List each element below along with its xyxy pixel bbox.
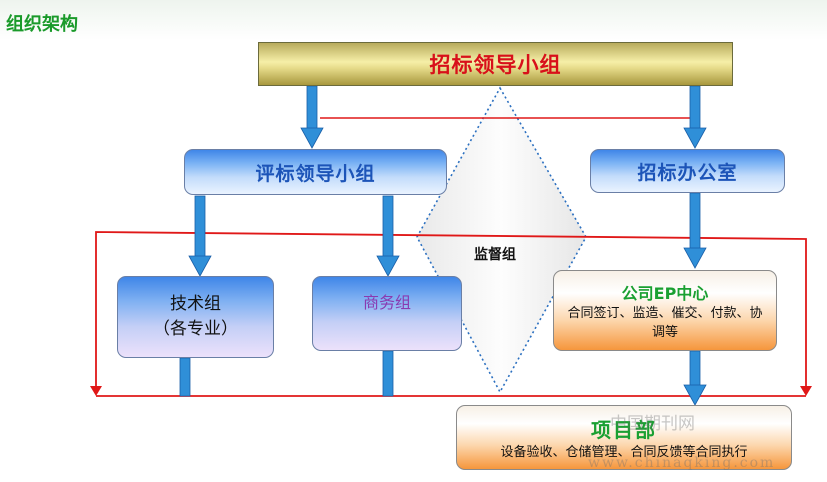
- commercial-group-label: 商务组: [362, 293, 411, 312]
- technical-group-box: 技术组 （各专业）: [117, 276, 274, 358]
- technical-group-sublabel: （各专业）: [153, 319, 238, 339]
- project-dept-desc: 设备验收、仓储管理、合同反馈等合同执行: [500, 444, 748, 460]
- project-dept-title: 项目部: [591, 417, 657, 442]
- red-arrowhead-left: [90, 386, 102, 396]
- arrow-evaluation-to-commercial: [376, 195, 400, 277]
- supervision-group-label: 监督组: [474, 247, 516, 263]
- commercial-group-box: 商务组: [312, 276, 462, 351]
- red-feedback-loop: [95, 231, 807, 390]
- page-title: 组织架构: [6, 14, 78, 35]
- bidding-office-box: 招标办公室: [590, 149, 785, 193]
- stub-commercial: [382, 350, 394, 397]
- red-arrowhead-right: [800, 386, 812, 396]
- stub-technical: [179, 357, 191, 397]
- ep-center-title: 公司EP中心: [621, 283, 709, 303]
- ep-center-desc: 合同签订、监造、催交、付款、协调等: [567, 305, 763, 340]
- arrow-evaluation-to-technical: [188, 195, 212, 277]
- arrow-ep-center-to-project: [683, 350, 707, 406]
- technical-group-label: 技术组: [170, 294, 221, 314]
- ep-center-box: 公司EP中心 合同签订、监造、催交、付款、协调等: [553, 270, 777, 351]
- bidding-leadership-box: 招标领导小组: [258, 42, 733, 86]
- evaluation-leadership-box: 评标领导小组: [184, 149, 447, 195]
- arrow-top-to-office: [683, 85, 707, 149]
- arrow-office-to-ep-center: [683, 192, 707, 269]
- arrow-top-to-evaluation: [300, 85, 324, 149]
- project-dept-box: 项目部 设备验收、仓储管理、合同反馈等合同执行: [456, 405, 792, 470]
